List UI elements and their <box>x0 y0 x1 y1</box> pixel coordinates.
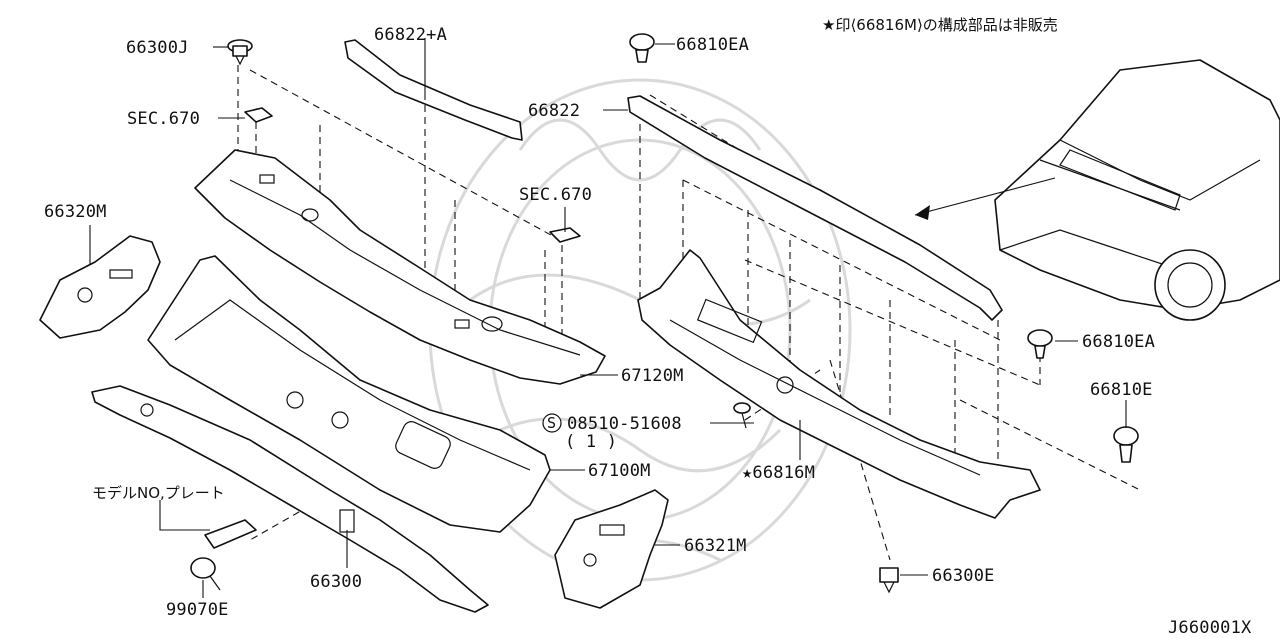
label-66321M: 66321M <box>684 536 747 556</box>
cap-sec670-mid <box>549 227 581 243</box>
clip-66300E <box>879 567 899 594</box>
label-66810EA-top: 66810EA <box>676 35 749 55</box>
label-08510-51608: 08510-51608 <box>567 414 682 434</box>
label-67120M: 67120M <box>621 366 684 386</box>
bracket-66320M <box>39 235 161 339</box>
label-sec670-mid: SEC.670 <box>519 185 592 205</box>
seal-strip-66822A <box>344 39 523 141</box>
clip-66300J <box>227 39 253 66</box>
rivet-99070E <box>190 557 221 591</box>
cap-sec670-left <box>244 107 273 123</box>
label-99070E: 99070E <box>166 600 229 620</box>
clip-66810E <box>1113 426 1139 463</box>
bracket-66321M <box>554 489 669 609</box>
label-66816M: ★66816M <box>742 463 815 483</box>
model-plate <box>204 519 257 549</box>
label-66300: 66300 <box>310 572 362 592</box>
label-66810E: 66810E <box>1090 380 1153 400</box>
screw-08510-51608 <box>733 402 751 429</box>
label-66822A: 66822+A <box>374 25 447 45</box>
screw-prefix: S <box>547 414 556 432</box>
lower-bracket-66300 <box>91 385 489 613</box>
label-66300J: 66300J <box>126 38 189 58</box>
screw-symbol <box>542 413 562 433</box>
label-sec670-left: SEC.670 <box>127 109 200 129</box>
label-model-plate: モデルNO,プレート <box>92 484 225 502</box>
label-66320M: 66320M <box>44 202 107 222</box>
cowl-grille-66816M <box>637 249 1041 519</box>
dash-panel-67100M <box>147 255 551 533</box>
locator-arrow <box>914 177 1056 216</box>
label-66822: 66822 <box>528 101 580 121</box>
label-66300E: 66300E <box>932 566 995 586</box>
clip-66810EA-top <box>629 33 655 63</box>
clip-66810EA-right <box>1027 329 1053 359</box>
vehicle-locator-illustration <box>994 59 1280 321</box>
figure-code: J660001X <box>1168 618 1252 638</box>
leader-lines <box>89 38 1127 598</box>
note-not-sold: ★印⟨66816M⟩の構成部品は非販売 <box>822 16 1058 34</box>
screw-callout: S 08510-51608 ( 1 ) <box>542 413 682 452</box>
label-66810EA-right: 66810EA <box>1082 332 1155 352</box>
locator-arrow-head <box>915 205 930 220</box>
label-67100M: 67100M <box>588 461 651 481</box>
label-08510-qty: ( 1 ) <box>565 432 617 452</box>
seal-66822 <box>627 95 1003 321</box>
cowl-top-67120M <box>194 149 606 385</box>
